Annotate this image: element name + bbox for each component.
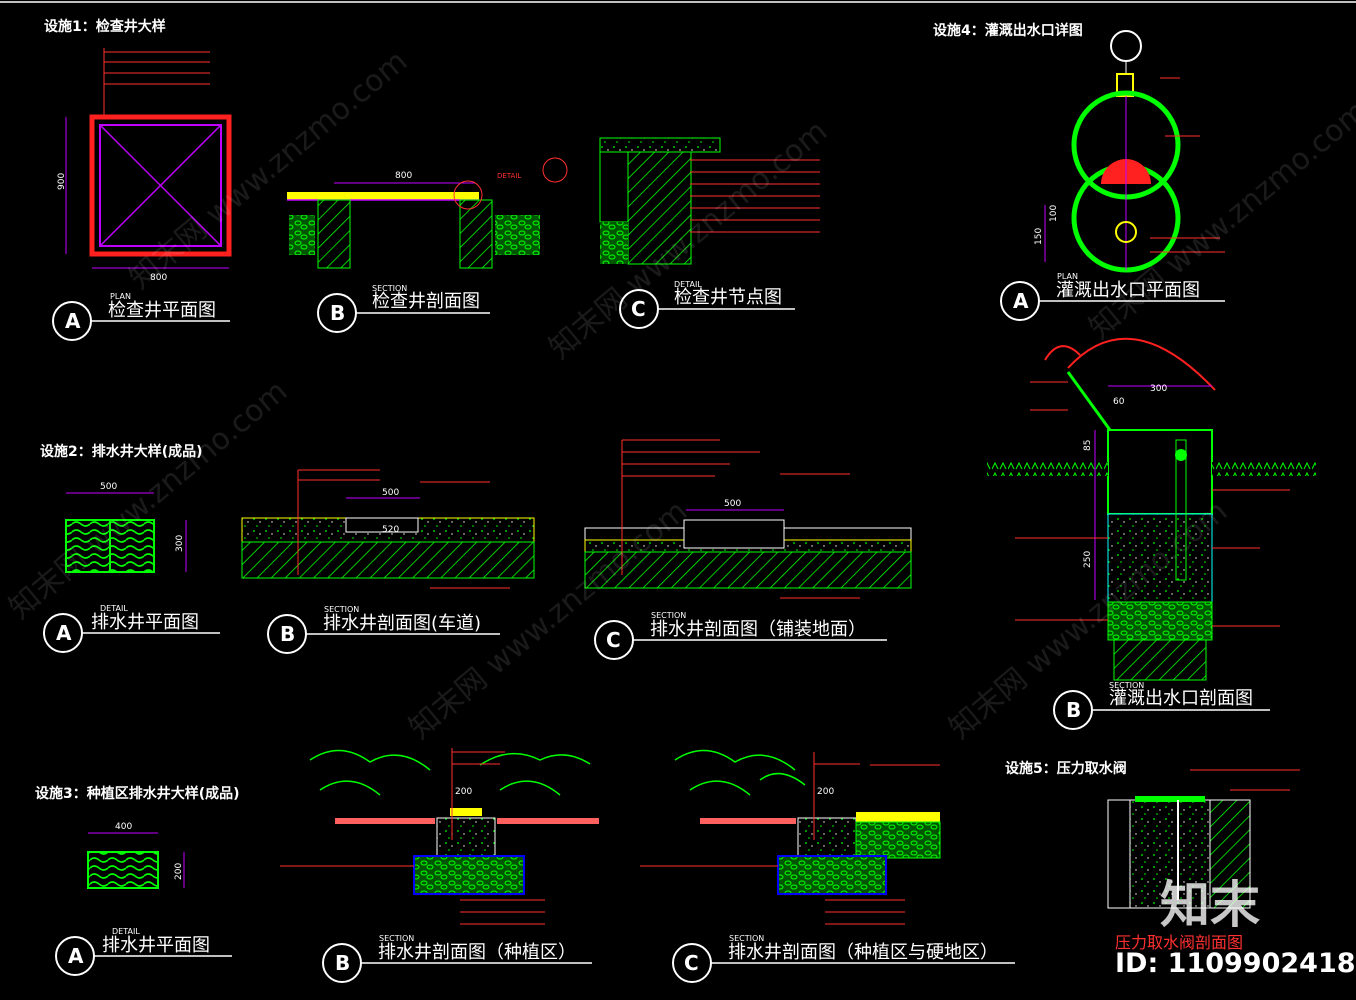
watermark-text: 知末网 www.znzmo.com — [3, 374, 294, 626]
dim-300-section: 300 — [1150, 384, 1167, 394]
title-manhole-plan: 检查井平面图 — [108, 300, 216, 321]
section-3-heading: 设施3：种植区排水井大样(成品) — [35, 785, 240, 802]
title-drain-driveway: 排水井剖面图(车道) — [323, 613, 481, 634]
drain-section-planting-hard — [640, 749, 941, 925]
detail-mark-circle — [1000, 281, 1040, 321]
detail-mark-letter: B — [335, 951, 350, 975]
section-1-leader-notes — [103, 48, 210, 118]
detail-mark-letter: C — [606, 628, 621, 652]
title-planting-drain-plan: 排水井平面图 — [102, 935, 210, 956]
title-manhole-node: 检查井节点图 — [674, 287, 782, 308]
title-block-2b: B SECTION 排水井剖面图(车道) — [267, 605, 500, 654]
detail-mark-letter: A — [68, 944, 84, 968]
brand-logo-text: 知末 — [1160, 876, 1260, 934]
section-sublabel: SECTION — [729, 934, 764, 943]
title-planting-hard-section: 排水井剖面图（种植区与硬地区） — [728, 942, 998, 963]
detail-mark-letter: A — [1013, 289, 1029, 313]
dim-300-plan: 300 — [175, 535, 185, 552]
detail-tag: DETAIL — [497, 172, 521, 180]
dim-800-plan: 800 — [150, 273, 167, 283]
dim-500-driveway: 500 — [382, 488, 399, 498]
irrigation-outlet-section — [987, 337, 1316, 681]
image-id-label: ID: 1109902418 — [1115, 948, 1356, 979]
detail-mark-letter: B — [1066, 698, 1081, 722]
title-block-1b: B SECTION 检查井剖面图 — [317, 284, 490, 333]
section-sublabel: SECTION — [379, 934, 414, 943]
title-block-1a: A PLAN 检查井平面图 — [52, 292, 230, 341]
title-block-2a: A DETAIL 排水井平面图 — [43, 604, 220, 653]
section-sublabel: SECTION — [651, 611, 686, 620]
manhole-section-drawing — [287, 157, 568, 269]
manhole-node-detail — [599, 137, 820, 265]
watermark-text: 知末网 www.znzmo.com — [123, 44, 414, 296]
dim-150-plan: 150 — [1034, 228, 1044, 245]
title-block-3a: A DETAIL 排水井平面图 — [55, 927, 232, 976]
pressure-valve-section — [1107, 769, 1300, 909]
section-4-heading: 设施4：灌溉出水口详图 — [933, 22, 1083, 39]
detail-mark-letter: A — [56, 621, 72, 645]
detail-mark-letter: B — [280, 622, 295, 646]
plan-sublabel: PLAN — [1057, 272, 1078, 281]
dim-200-plan: 200 — [174, 863, 184, 880]
dim-520-driveway: 520 — [382, 525, 399, 535]
section-sublabel: SECTION — [324, 605, 359, 614]
drain-section-planting — [280, 748, 599, 925]
dim-500-paving: 500 — [724, 499, 741, 509]
title-drain-paving: 排水井剖面图（铺装地面） — [650, 619, 866, 640]
title-block-3c: C SECTION 排水井剖面图（种植区与硬地区） — [672, 934, 1015, 983]
dim-800-section: 800 — [395, 171, 412, 181]
detail-mark-letter: C — [631, 297, 646, 321]
irrigation-outlet-plan — [1044, 30, 1225, 273]
watermark-text: 知末网 www.znzmo.com — [1083, 94, 1356, 346]
title-block-1c: C DETAIL 检查井节点图 — [619, 280, 795, 329]
detail-sublabel: DETAIL — [100, 604, 128, 613]
dim-200-planting: 200 — [455, 787, 472, 797]
dim-85-section: 85 — [1083, 440, 1093, 451]
drain-section-paving — [584, 439, 912, 599]
section-5-heading: 设施5：压力取水阀 — [1005, 760, 1127, 777]
dim-200-planting-hard: 200 — [817, 787, 834, 797]
title-planting-drain-section: 排水井剖面图（种植区） — [378, 942, 576, 963]
detail-mark-letter: C — [684, 951, 699, 975]
drain-section-driveway — [241, 469, 535, 589]
drain-grate-plan-400 — [87, 832, 185, 889]
detail-mark-circle — [1053, 690, 1093, 730]
dim-500-plan: 500 — [100, 482, 117, 492]
dim-400-plan: 400 — [115, 822, 132, 832]
title-pressure-valve-section: 压力取水阀剖面图 — [1115, 933, 1243, 952]
dim-250-section: 250 — [1083, 551, 1093, 568]
section-1-heading: 设施1：检查井大样 — [44, 18, 166, 35]
manhole-plan-square — [65, 114, 232, 269]
detail-sublabel: DETAIL — [674, 280, 702, 289]
drain-grate-plan-500 — [65, 492, 187, 573]
title-block-2c: C SECTION 排水井剖面图（铺装地面） — [594, 611, 887, 660]
title-outlet-section: 灌溉出水口剖面图 — [1109, 688, 1253, 709]
title-block-4b: B SECTION 灌溉出水口剖面图 — [1053, 681, 1270, 730]
section-2-heading: 设施2：排水井大样(成品) — [40, 443, 203, 460]
dim-100-plan: 100 — [1049, 205, 1059, 222]
title-block-4a: A PLAN 灌溉出水口平面图 — [1000, 272, 1225, 321]
plan-sublabel: PLAN — [110, 292, 131, 301]
title-manhole-section: 检查井剖面图 — [372, 291, 480, 312]
title-block-3b: B SECTION 排水井剖面图（种植区） — [322, 934, 592, 983]
detail-mark-letter: A — [65, 309, 81, 333]
detail-sublabel: DETAIL — [112, 927, 140, 936]
title-outlet-plan: 灌溉出水口平面图 — [1056, 280, 1200, 301]
detail-mark-letter: B — [330, 301, 345, 325]
section-sublabel: SECTION — [1109, 681, 1144, 690]
dim-900-vertical: 900 — [57, 173, 67, 190]
dim-60-section: 60 — [1113, 397, 1125, 407]
title-drain-plan: 排水井平面图 — [91, 612, 199, 633]
section-sublabel: SECTION — [372, 284, 407, 293]
